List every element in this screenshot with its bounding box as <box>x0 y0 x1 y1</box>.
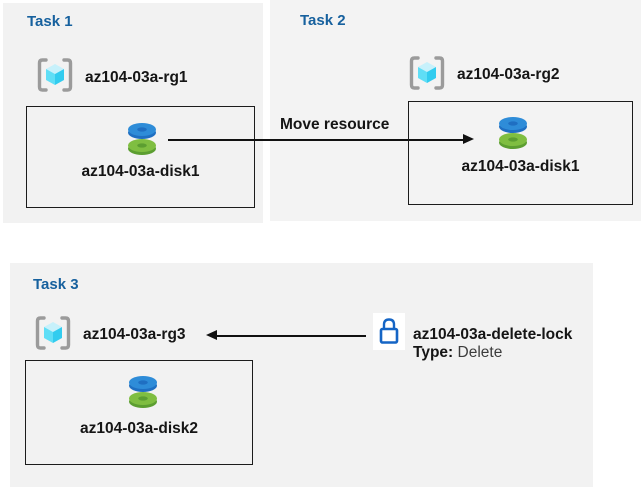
lock-type-value: Delete <box>453 344 503 361</box>
task3-panel <box>10 263 593 487</box>
disk-label: az104-03a-disk1 <box>81 163 200 180</box>
resource-group-icon <box>37 58 73 92</box>
padlock-icon <box>379 318 399 344</box>
delete-lock-arrow-line <box>216 335 366 337</box>
resource-group-icon <box>35 316 71 350</box>
task2-title: Task 2 <box>300 12 346 29</box>
task1-panel <box>3 3 263 223</box>
resource-box <box>26 106 255 208</box>
task2-panel <box>270 0 641 221</box>
lock-name-label: az104-03a-delete-lock <box>413 326 573 343</box>
resource-group-icon <box>409 56 445 90</box>
lock-type-label: Type: Delete <box>413 344 502 362</box>
lock-icon-container <box>373 313 405 350</box>
delete-lock-arrowhead-icon <box>206 330 217 340</box>
disk-label: az104-03a-disk1 <box>461 158 580 175</box>
lock-type-key: Type: <box>413 344 454 361</box>
disk-label: az104-03a-disk2 <box>79 420 199 437</box>
resource-box <box>408 101 633 205</box>
task3-title: Task 3 <box>33 276 79 293</box>
disk-icon <box>128 123 156 155</box>
resource-box <box>25 360 253 465</box>
task1-title: Task 1 <box>27 13 73 30</box>
move-resource-arrow-line <box>168 139 464 141</box>
disk-icon <box>129 376 157 408</box>
resource-group-label: az104-03a-rg1 <box>85 69 188 86</box>
resource-group-label: az104-03a-rg3 <box>83 326 186 343</box>
disk-icon <box>499 117 527 149</box>
move-resource-arrowhead-icon <box>463 134 474 144</box>
move-resource-label: Move resource <box>280 116 390 133</box>
resource-group-label: az104-03a-rg2 <box>457 66 560 83</box>
